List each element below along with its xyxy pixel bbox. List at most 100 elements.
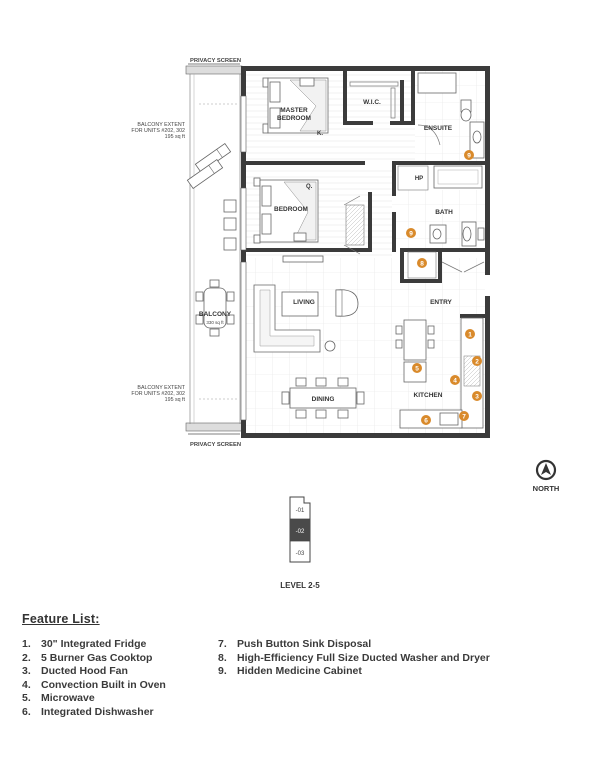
living-label: LIVING bbox=[293, 299, 315, 306]
feature-item: 1. 30" Integrated Fridge bbox=[22, 638, 166, 652]
badge-9-bath: 9 bbox=[406, 228, 416, 238]
badge-8: 8 bbox=[417, 258, 427, 268]
north-label: NORTH bbox=[533, 484, 560, 493]
media-console bbox=[282, 255, 324, 263]
feature-text: High-Efficiency Full Size Ducted Washer … bbox=[237, 651, 490, 664]
feature-item: 2. 5 Burner Gas Cooktop bbox=[22, 652, 166, 666]
wic-rod-2 bbox=[390, 87, 396, 119]
feature-item: 8. High-Efficiency Full Size Ducted Washe… bbox=[218, 652, 490, 666]
svg-text:7: 7 bbox=[462, 414, 466, 421]
hp-label: HP bbox=[415, 176, 423, 182]
balcony-extent-bottom-line-1: BALCONY EXTENT bbox=[137, 385, 185, 391]
floor-plan: PRIVACY SCREEN PRIVACY SCREEN bbox=[131, 58, 560, 590]
balcony-extent-top-line-1: BALCONY EXTENT bbox=[137, 122, 185, 128]
bath-label: BATH bbox=[435, 209, 453, 216]
feature-num: 2. bbox=[22, 651, 31, 664]
master-bed-size-label: K. bbox=[317, 131, 323, 137]
dining-label: DINING bbox=[312, 396, 335, 403]
feature-item: 6. Integrated Dishwasher bbox=[22, 706, 166, 720]
balcony-extent-bottom-line-2: FOR UNITS #202, 302 bbox=[131, 391, 185, 397]
feature-text: Microwave bbox=[41, 692, 95, 705]
svg-text:5: 5 bbox=[415, 366, 419, 373]
entry-closet-doors bbox=[441, 261, 485, 273]
balcony-extent-top-note: BALCONY EXTENT FOR UNITS #202, 302 195 s… bbox=[131, 122, 185, 140]
balcony-extent-bottom-line-3: 195 sq ft bbox=[165, 397, 186, 403]
feature-item: 7. Push Button Sink Disposal bbox=[218, 638, 490, 652]
feature-num: 8. bbox=[218, 651, 227, 664]
feature-num: 3. bbox=[22, 665, 31, 678]
svg-text:6: 6 bbox=[424, 418, 428, 425]
kitchen-label: KITCHEN bbox=[414, 392, 443, 399]
svg-text:4: 4 bbox=[453, 378, 457, 385]
bath-tub bbox=[433, 165, 483, 189]
feature-num: 4. bbox=[22, 678, 31, 691]
master-bed bbox=[262, 77, 329, 134]
balcony-area: BALCONY 330 sq ft bbox=[186, 74, 241, 424]
feature-text: Integrated Dishwasher bbox=[41, 705, 154, 718]
master-bedroom-label-1: MASTER bbox=[280, 107, 308, 114]
living-furniture bbox=[253, 284, 359, 353]
keyplan-unit-01: -01 bbox=[296, 508, 305, 514]
privacy-screen-bottom-label: PRIVACY SCREEN bbox=[190, 442, 241, 448]
feature-item: 9. Hidden Medicine Cabinet bbox=[218, 665, 490, 679]
ensuite-label: ENSUITE bbox=[424, 125, 453, 132]
privacy-screen-top-label: PRIVACY SCREEN bbox=[190, 58, 241, 64]
feature-list-title: Feature List: bbox=[22, 612, 100, 626]
keyplan-unit-02: -02 bbox=[296, 529, 305, 535]
bath-fixtures bbox=[429, 221, 485, 247]
bedroom-label: BEDROOM bbox=[274, 206, 308, 213]
bedroom-bed-size-label: Q. bbox=[306, 184, 313, 190]
bedroom-bed bbox=[253, 177, 319, 244]
badge-6: 6 bbox=[421, 415, 431, 425]
balcony-extent-top-line-3: 195 sq ft bbox=[165, 134, 186, 140]
north-arrow-icon bbox=[535, 459, 557, 481]
feature-text: Push Button Sink Disposal bbox=[237, 638, 372, 650]
svg-text:2: 2 bbox=[475, 359, 479, 366]
master-bedroom-label-2: BEDROOM bbox=[277, 115, 311, 122]
badge-4: 4 bbox=[450, 375, 460, 385]
privacy-screen-top: PRIVACY SCREEN bbox=[185, 58, 243, 75]
windows bbox=[240, 95, 247, 421]
feature-item: 3. Ducted Hood Fan bbox=[22, 665, 166, 679]
badge-3: 3 bbox=[472, 391, 482, 401]
feature-num: 6. bbox=[22, 705, 31, 718]
svg-text:1: 1 bbox=[468, 332, 472, 339]
feature-text: Convection Built in Oven bbox=[41, 678, 166, 691]
badge-2: 2 bbox=[472, 356, 482, 366]
feature-item: 5.Microwave bbox=[22, 692, 166, 706]
badge-7: 7 bbox=[459, 411, 469, 421]
badge-9-ensuite: 9 bbox=[464, 150, 474, 160]
feature-num: 1. bbox=[22, 638, 31, 650]
feature-text: 30" Integrated Fridge bbox=[41, 638, 147, 650]
badge-5: 5 bbox=[412, 363, 422, 373]
feature-column-2: 7. Push Button Sink Disposal 8. High-Effic… bbox=[218, 638, 490, 679]
interior-walls bbox=[245, 70, 490, 318]
entry-label: ENTRY bbox=[430, 299, 452, 306]
privacy-screen-bottom: PRIVACY SCREEN bbox=[185, 422, 243, 448]
exterior-walls bbox=[241, 66, 490, 438]
feature-num: 7. bbox=[218, 638, 227, 650]
feature-list: Feature List: 1. 30" Integrated Fridge 2.… bbox=[22, 612, 582, 718]
key-plan: -01 -02 -03 bbox=[289, 496, 311, 563]
badge-1: 1 bbox=[465, 329, 475, 339]
balcony-extent-bottom-note: BALCONY EXTENT FOR UNITS #202, 302 195 s… bbox=[131, 385, 185, 403]
balcony-area-label: 330 sq ft bbox=[206, 320, 224, 325]
wic-label: W.I.C. bbox=[363, 99, 381, 106]
ensuite-fixtures bbox=[417, 72, 485, 159]
feature-text: Ducted Hood Fan bbox=[41, 665, 128, 678]
dining-set bbox=[281, 377, 365, 419]
hp-closet bbox=[397, 165, 429, 191]
feature-text: 5 Burner Gas Cooktop bbox=[41, 651, 153, 664]
svg-text:9: 9 bbox=[467, 153, 471, 160]
feature-item: 4. Convection Built in Oven bbox=[22, 679, 166, 693]
feature-num: 9. bbox=[218, 665, 227, 678]
wic-rod bbox=[349, 81, 399, 87]
bedroom-closet bbox=[345, 204, 365, 246]
keyplan-unit-03: -03 bbox=[296, 551, 305, 557]
feature-column-1: 1. 30" Integrated Fridge 2. 5 Burner Gas C… bbox=[22, 638, 166, 720]
feature-text: Hidden Medicine Cabinet bbox=[237, 665, 362, 678]
svg-text:3: 3 bbox=[475, 394, 479, 401]
balcony-label: BALCONY bbox=[199, 311, 232, 318]
svg-text:8: 8 bbox=[420, 261, 424, 268]
balcony-extent-top-line-2: FOR UNITS #202, 302 bbox=[131, 128, 185, 134]
